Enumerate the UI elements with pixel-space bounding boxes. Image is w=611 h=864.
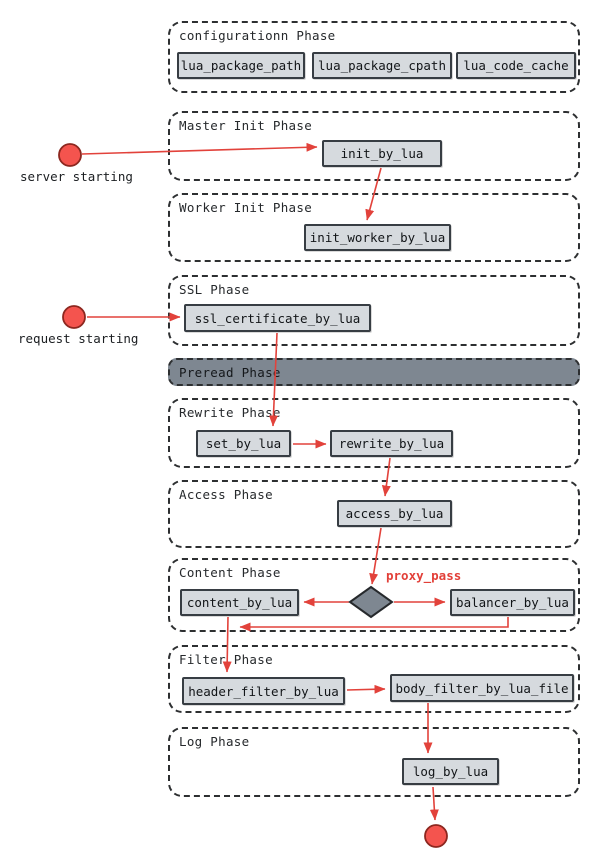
node-balancer-by-lua: balancer_by_lua bbox=[450, 589, 575, 616]
phase-title-access: Access Phase bbox=[179, 487, 273, 502]
node-set-by-lua: set_by_lua bbox=[196, 430, 291, 457]
node-rewrite-by-lua: rewrite_by_lua bbox=[330, 430, 453, 457]
request-start-terminal bbox=[62, 305, 86, 329]
server-starting-label: server starting bbox=[20, 169, 133, 184]
phase-ssl: SSL Phase bbox=[168, 275, 580, 346]
phase-title-rewrite: Rewrite Phase bbox=[179, 405, 281, 420]
phase-title-master-init: Master Init Phase bbox=[179, 118, 313, 133]
node-ssl-certificate-by-lua: ssl_certificate_by_lua bbox=[184, 304, 371, 332]
node-lua-package-cpath: lua_package_cpath bbox=[312, 52, 452, 79]
node-body-filter-by-lua-file: body_filter_by_lua_file bbox=[390, 674, 574, 702]
phase-log: Log Phase bbox=[168, 727, 580, 797]
node-init-by-lua: init_by_lua bbox=[322, 140, 442, 167]
node-init-worker-by-lua: init_worker_by_lua bbox=[304, 224, 451, 251]
phase-title-content: Content Phase bbox=[179, 565, 281, 580]
node-lua-code-cache: lua_code_cache bbox=[456, 52, 576, 79]
phase-configuration: configurationn Phase bbox=[168, 21, 580, 93]
phase-title-preread: Preread Phase bbox=[179, 364, 281, 380]
end-terminal bbox=[424, 824, 448, 848]
node-log-by-lua: log_by_lua bbox=[402, 758, 499, 785]
phase-preread: Preread Phase bbox=[168, 358, 580, 386]
node-content-by-lua: content_by_lua bbox=[180, 589, 299, 616]
phase-filter: Filter Phase bbox=[168, 645, 580, 713]
phase-title-ssl: SSL Phase bbox=[179, 282, 250, 297]
phase-title-configuration: configurationn Phase bbox=[179, 28, 336, 43]
phase-title-log: Log Phase bbox=[179, 734, 250, 749]
node-header-filter-by-lua: header_filter_by_lua bbox=[182, 677, 345, 705]
proxy-pass-label: proxy_pass bbox=[386, 568, 462, 583]
phase-title-filter: Filter Phase bbox=[179, 652, 273, 667]
phase-title-worker-init: Worker Init Phase bbox=[179, 200, 313, 215]
server-start-terminal bbox=[58, 143, 82, 167]
node-lua-package-path: lua_package_path bbox=[177, 52, 305, 79]
node-access-by-lua: access_by_lua bbox=[337, 500, 452, 527]
request-starting-label: request starting bbox=[18, 331, 139, 346]
